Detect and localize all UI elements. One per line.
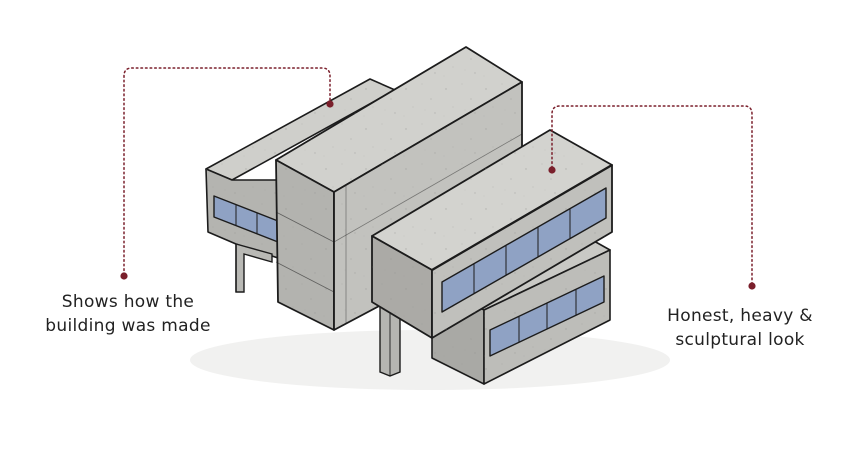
leader-left xyxy=(120,67,334,280)
callout-left-line-1: Shows how the xyxy=(61,292,195,312)
callout-right-line-1: Honest, heavy & xyxy=(667,306,813,326)
callout-left-label: Shows how the building was made xyxy=(28,290,228,338)
callout-left-line-2: building was made xyxy=(45,316,211,336)
callout-right-line-2: sculptural look xyxy=(675,330,805,350)
leader-right-dot-label xyxy=(748,282,756,290)
leader-left-dot-label xyxy=(120,272,128,280)
leader-right-dot-building xyxy=(548,166,556,174)
right-upper-block xyxy=(371,129,613,339)
ground-shadow xyxy=(190,330,670,390)
callout-right-label: Honest, heavy & sculptural look xyxy=(640,304,840,352)
upper-block-ribbon-window xyxy=(441,187,607,313)
left-pilotis xyxy=(235,243,273,293)
leader-left-dot-building xyxy=(326,100,334,108)
leader-right xyxy=(548,105,756,290)
